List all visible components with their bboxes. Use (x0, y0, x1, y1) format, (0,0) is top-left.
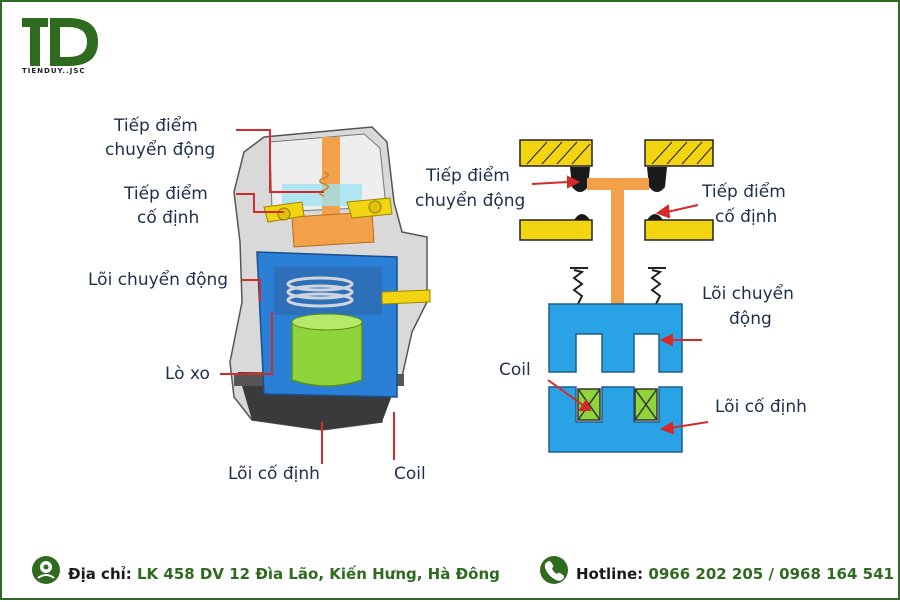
right-pointer-lines (531, 175, 709, 435)
right-label-moving-contact-line2: chuyển động (415, 191, 526, 211)
right-label-fixed-core: Lõi cố định (715, 397, 807, 417)
hotline-value: 0966 202 205 / 0968 164 541 (648, 565, 894, 583)
contactor-cutaway-illustration (229, 126, 431, 431)
right-label-moving-core-line2: động (729, 309, 772, 329)
footer-address: Địa chỉ: LK 458 DV 12 Đìa Lão, Kiến Hưng… (68, 565, 500, 583)
company-name: TIENDUY..JSC (22, 67, 86, 75)
left-label-fixed-contact-line1: Tiếp điểm (124, 184, 208, 204)
left-label-moving-contact-line2: chuyển động (105, 140, 216, 160)
left-label-coil: Coil (394, 464, 426, 484)
footer-hotline: Hotline: 0966 202 205 / 0968 164 541 (576, 565, 894, 583)
hotline-label: Hotline: (576, 565, 644, 583)
left-label-moving-contact-line1: Tiếp điểm (114, 116, 198, 136)
left-pointer-lines (220, 129, 395, 464)
company-logo (22, 18, 98, 66)
left-label-spring: Lò xo (165, 364, 210, 384)
location-icon (32, 556, 60, 584)
contactor-schematic (519, 139, 714, 453)
phone-icon (540, 556, 568, 584)
left-label-moving-core: Lõi chuyển động (88, 270, 229, 290)
address-label: Địa chỉ: (68, 565, 132, 583)
left-label-fixed-contact-line2: cố định (137, 208, 200, 228)
right-label-fixed-contact-line2: cố định (715, 207, 778, 227)
right-label-moving-contact-line1: Tiếp điểm (426, 166, 510, 186)
left-label-fixed-core: Lõi cố định (228, 464, 320, 484)
address-value: LK 458 DV 12 Đìa Lão, Kiến Hưng, Hà Đông (137, 565, 500, 583)
right-label-moving-core-line1: Lõi chuyển (702, 284, 794, 304)
right-label-fixed-contact-line1: Tiếp điểm (702, 182, 786, 202)
right-label-coil: Coil (499, 360, 531, 380)
